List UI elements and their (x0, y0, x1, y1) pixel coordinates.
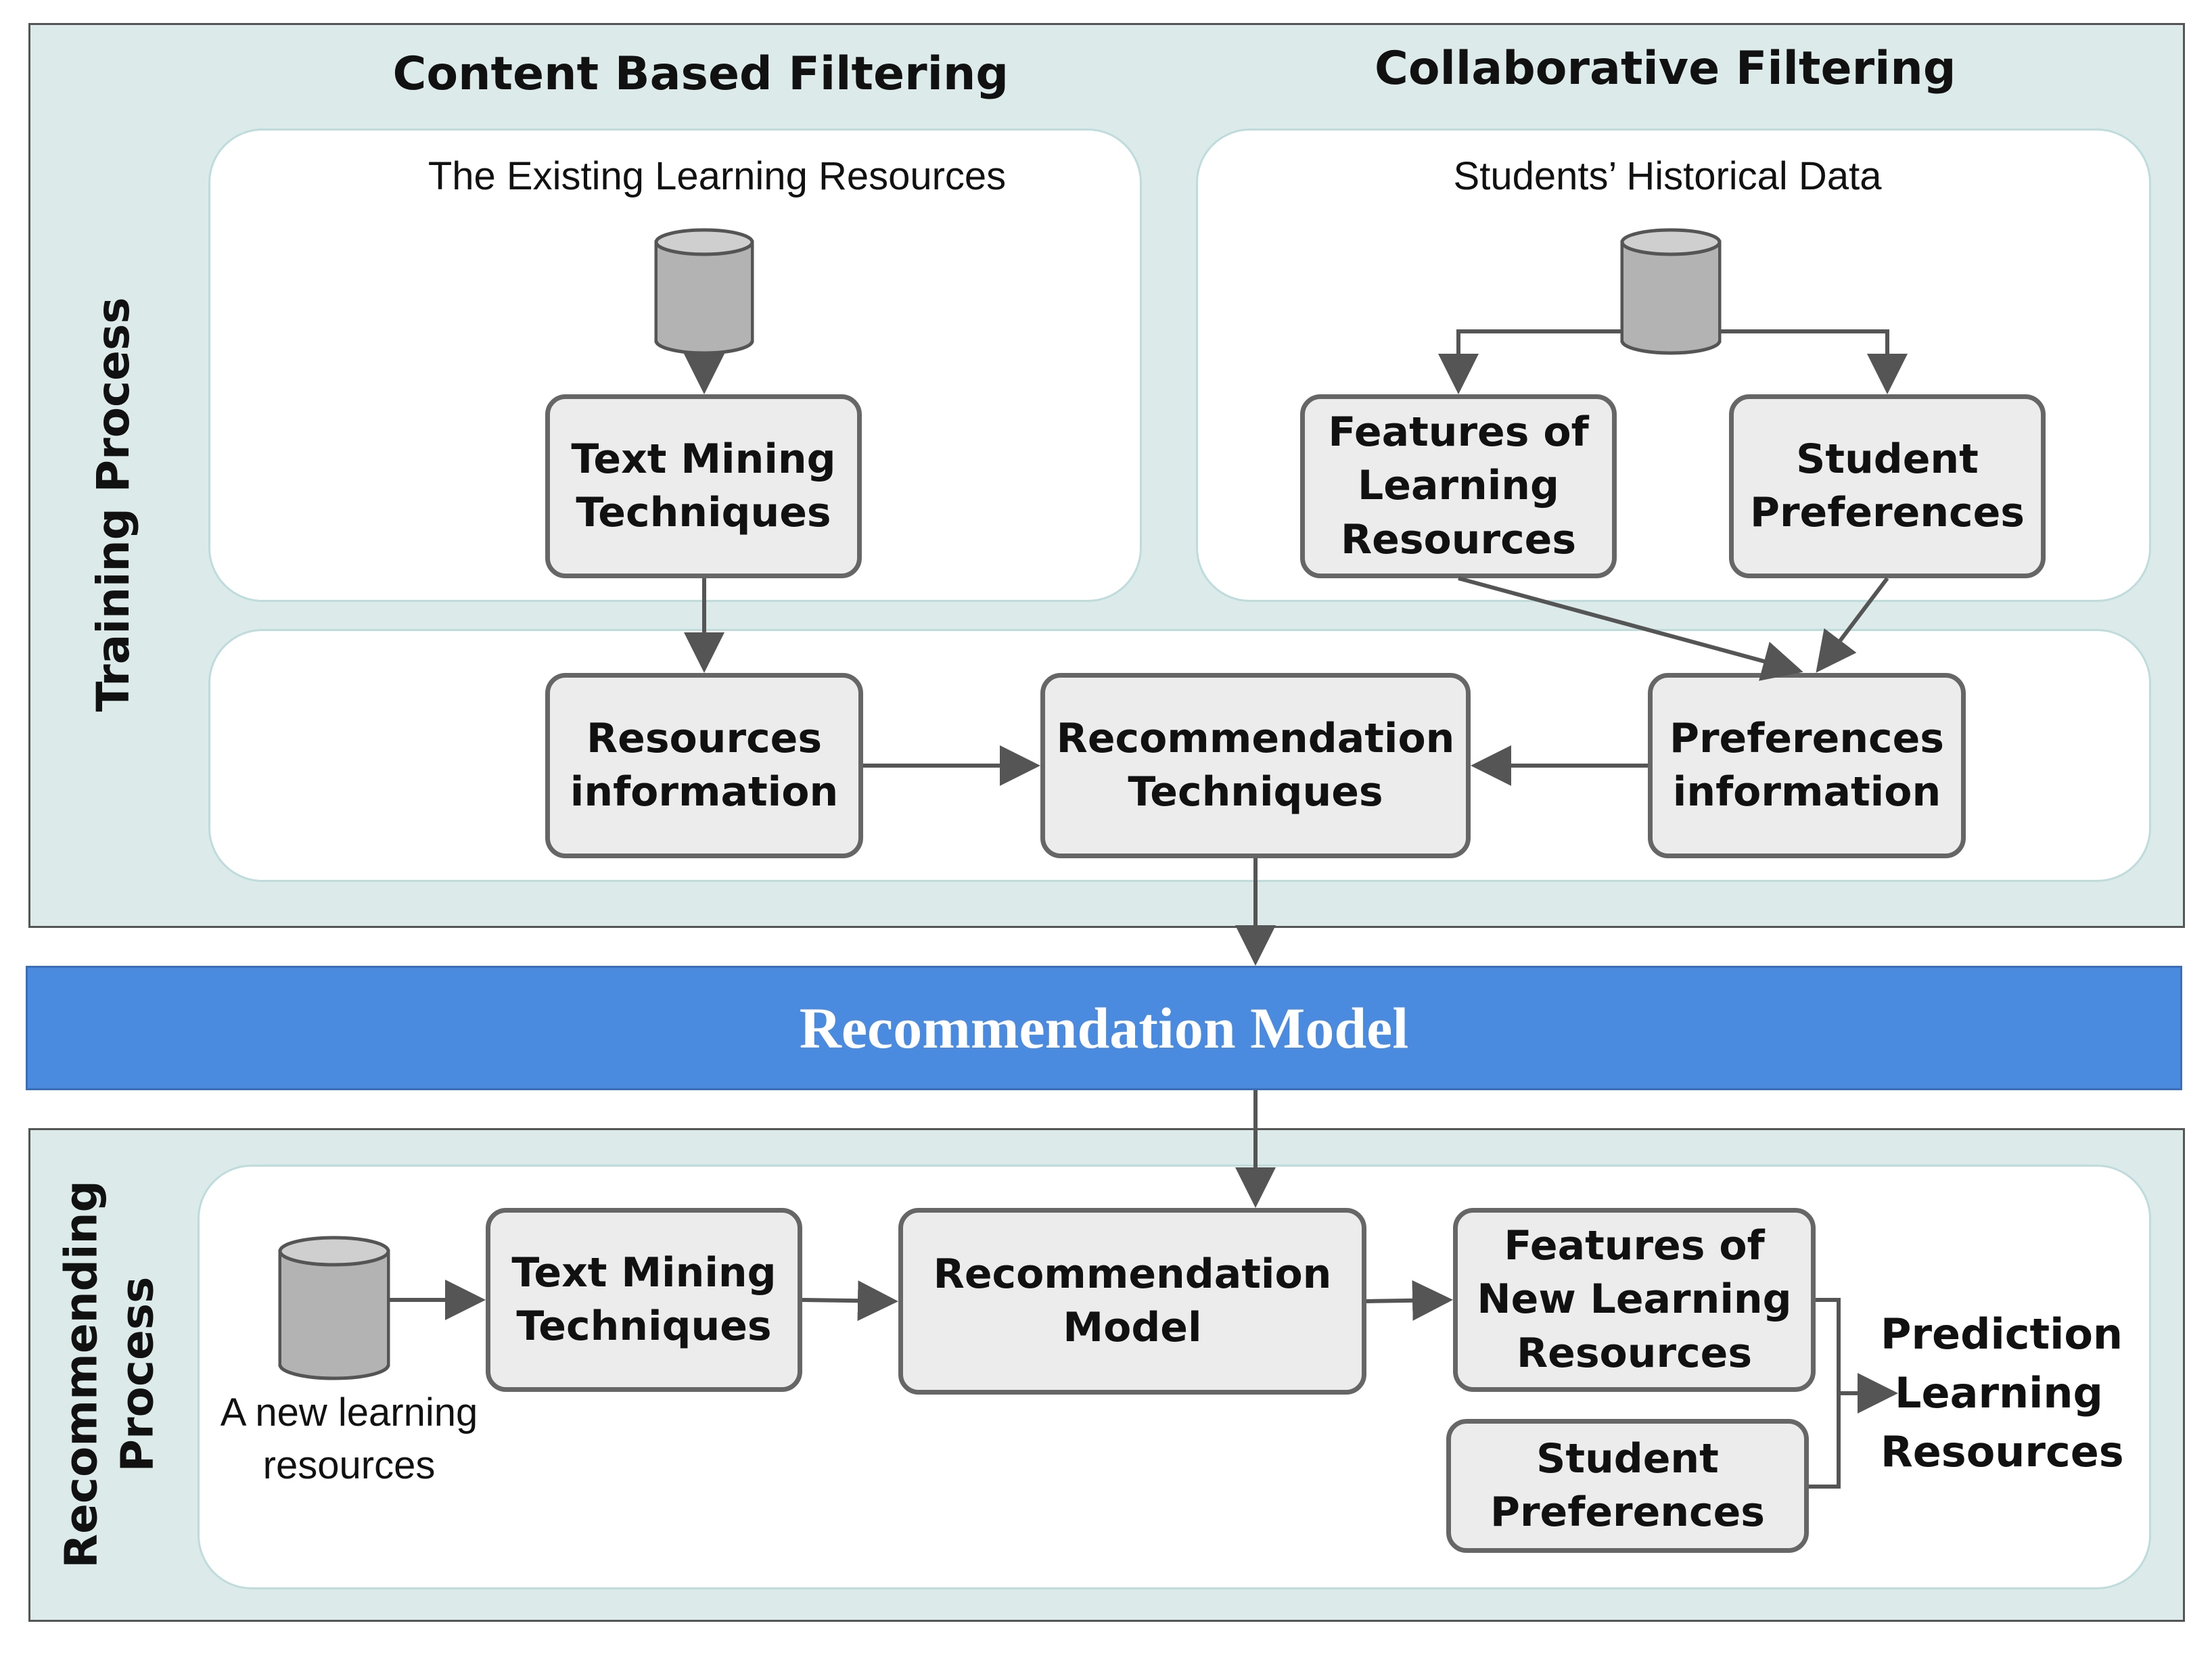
new-resource-caption: A new learning resources (220, 1391, 478, 1488)
arrow-rec-model-to-features-new (1366, 1280, 1453, 1321)
resources-information-box: Resources information (545, 673, 863, 858)
arrow-text-mining-to-rec-model (802, 1280, 898, 1322)
arrow-historical-to-preferences (1720, 329, 1908, 394)
collaborative-filtering-title: Collaborative Filtering (1375, 42, 1956, 95)
existing-resources-database-icon (654, 228, 754, 355)
preferences-information-box: Preferences information (1648, 673, 1966, 858)
historical-data-database-icon (1620, 228, 1722, 355)
content-based-filtering-title: Content Based Filtering (392, 47, 1009, 101)
existing-resources-caption: The Existing Learning Resources (428, 154, 1007, 198)
recommendation-techniques-box: Recommendation Techniques (1040, 673, 1471, 858)
student-preferences-box: Student Preferences (1729, 394, 2046, 578)
arrow-historical-to-features (1438, 329, 1622, 394)
features-of-new-learning-resources-box: Features of New Learning Resources (1453, 1208, 1816, 1392)
prediction-learning-resources-label: Prediction Learning Resources (1881, 1309, 2124, 1476)
student-preferences-box-recommending: Student Preferences (1446, 1419, 1809, 1553)
arrow-features-to-preferences-info (1458, 576, 1803, 681)
recommendation-model-label: Recommendation Model (799, 996, 1409, 1060)
recommendation-model-bar: Recommendation Model (26, 966, 2182, 1090)
features-of-learning-resources-box: Features of Learning Resources (1300, 394, 1617, 578)
text-mining-techniques-box-recommending: Text Mining Techniques (486, 1208, 802, 1392)
text-mining-techniques-box: Text Mining Techniques (545, 394, 862, 578)
new-resource-database-icon (278, 1236, 390, 1380)
bracket-features-and-preferences (1809, 1298, 1841, 1489)
recommendation-model-box: Recommendation Model (898, 1208, 1366, 1395)
arrow-preferences-to-preferences-info (1816, 577, 1889, 673)
historical-data-caption: Students’ Historical Data (1453, 154, 1882, 198)
